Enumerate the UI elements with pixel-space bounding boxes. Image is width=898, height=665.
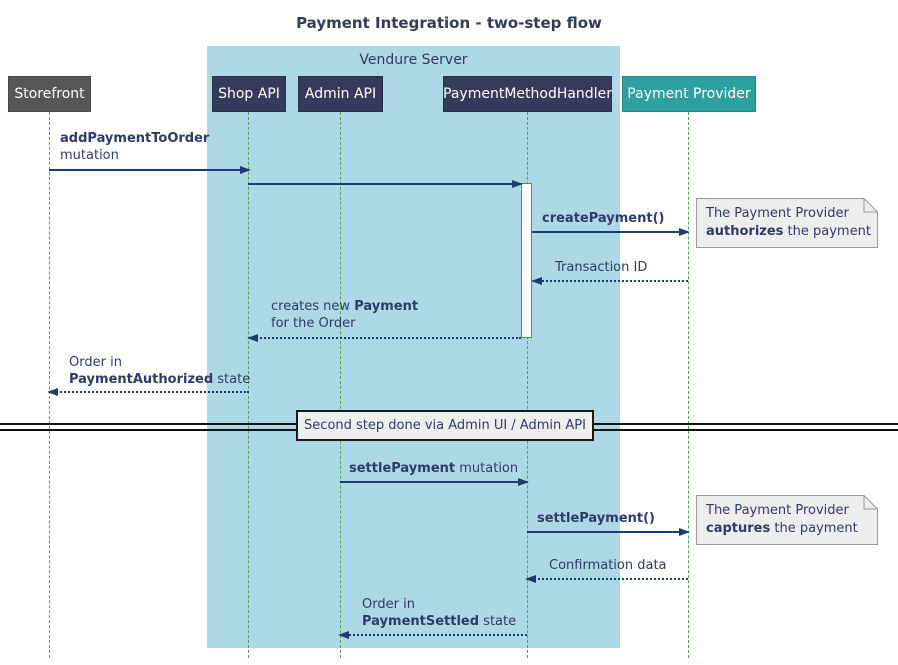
divider-label: Second step done via Admin UI / Admin AP… — [296, 410, 594, 441]
arrowhead-icon — [338, 631, 349, 639]
note-authorizes-text: The Payment Provider authorizes the paym… — [706, 206, 871, 239]
frame-vendure-server: Vendure Server — [207, 46, 620, 648]
participant-payment-method-handler: PaymentMethodHandler — [443, 76, 612, 112]
arrowhead-icon — [240, 166, 251, 174]
message-label-settle-payment-call: settlePayment() — [537, 511, 655, 526]
message-label-creates-payment: creates new Payment for the Order — [271, 299, 419, 331]
message-label-create-payment: createPayment() — [542, 211, 665, 226]
arrowhead-icon — [679, 528, 690, 536]
arrow-transaction-id — [531, 277, 688, 285]
arrowhead-icon — [531, 277, 542, 285]
message-label-settle-payment-mutation: settlePayment mutation — [349, 461, 519, 476]
message-label-add-payment: addPaymentToOrder mutation — [60, 131, 210, 163]
arrowhead-icon — [247, 334, 258, 342]
arrow-add-payment — [49, 166, 251, 174]
lifeline-payment-method-handler — [527, 112, 528, 658]
note-shape-icon — [696, 198, 878, 248]
arrow-confirmation-data — [525, 575, 688, 583]
activation-bar-payment-method-handler — [521, 183, 532, 338]
participant-admin-api: Admin API — [298, 76, 383, 112]
message-label-order-authorized: Order in PaymentAuthorized state — [69, 355, 251, 387]
participant-storefront: Storefront — [8, 76, 91, 112]
lifeline-admin-api — [340, 112, 341, 658]
message-label-confirmation-data: Confirmation data — [549, 558, 667, 573]
arrowhead-icon — [47, 388, 58, 396]
arrowhead-icon — [518, 478, 529, 486]
arrow-order-settled — [338, 631, 527, 639]
arrow-settle-payment-call — [527, 528, 690, 536]
note-captures: The Payment Provider captures the paymen… — [696, 495, 878, 545]
arrow-order-authorized — [47, 388, 249, 396]
arrow-shop-to-handler — [248, 180, 523, 188]
lifeline-payment-provider — [688, 112, 689, 658]
note-shape-icon — [696, 495, 878, 545]
lifeline-shop-api — [248, 112, 249, 658]
note-authorizes: The Payment Provider authorizes the paym… — [696, 198, 878, 248]
message-label-order-settled: Order in PaymentSettled state — [362, 597, 517, 629]
arrowhead-icon — [679, 228, 690, 236]
arrowhead-icon — [525, 575, 536, 583]
note-captures-text: The Payment Provider captures the paymen… — [706, 503, 858, 536]
participant-shop-api: Shop API — [212, 76, 286, 112]
frame-label: Vendure Server — [359, 52, 468, 68]
arrow-settle-payment-mutation — [340, 478, 529, 486]
arrow-creates-payment — [247, 334, 521, 342]
participant-payment-provider: Payment Provider — [622, 76, 756, 112]
message-label-transaction-id: Transaction ID — [555, 260, 648, 275]
arrowhead-icon — [512, 180, 523, 188]
diagram-title: Payment Integration - two-step flow — [296, 14, 602, 32]
arrow-create-payment — [532, 228, 690, 236]
lifeline-storefront — [49, 112, 50, 658]
